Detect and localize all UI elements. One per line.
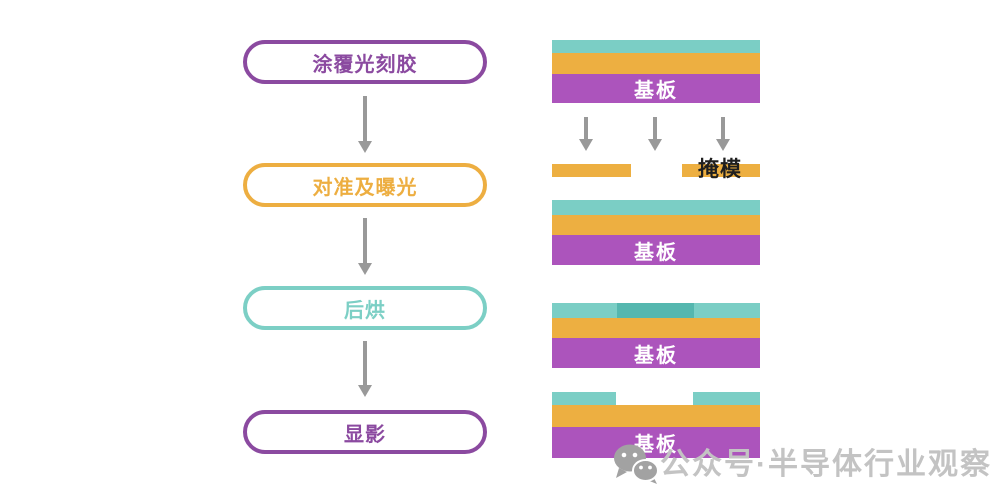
film-layer [552, 318, 760, 338]
film-layer [552, 405, 760, 427]
film-layer [552, 53, 760, 74]
substrate-label: 基板 [634, 344, 678, 367]
mask-label: 掩模 [698, 158, 742, 181]
mask-segment-left [552, 164, 631, 177]
film-layer [552, 215, 760, 235]
watermark: 公众号·半导体行业观察 [612, 443, 992, 487]
uv-light-arrow-icon [648, 117, 662, 151]
uv-light-arrow-icon [579, 117, 593, 151]
substrate-layer: 基板 [552, 427, 760, 458]
wechat-icon [614, 444, 659, 484]
wafer-stack-exposing: 基板 [552, 200, 760, 265]
photoresist-layer [552, 200, 760, 215]
substrate-label: 基板 [634, 434, 678, 456]
uv-light-arrow-icon [716, 117, 730, 151]
flow-step-label: 显影 [344, 423, 386, 446]
wafer-stack-coated: 基板 [552, 40, 760, 103]
substrate-layer: 基板 [552, 235, 760, 265]
wafer-stack-developed: 基板 [552, 392, 760, 458]
flow-step-post-bake: 后烘 [243, 286, 487, 330]
substrate-layer: 基板 [552, 338, 760, 368]
flow-step-coat-photoresist: 涂覆光刻胶 [243, 40, 487, 84]
flow-arrow-down-icon [358, 218, 372, 275]
flow-step-develop: 显影 [243, 410, 487, 454]
mask-segment-right [682, 164, 760, 177]
resist-segment-right [693, 392, 760, 405]
substrate-label: 基板 [634, 241, 678, 264]
photoresist-layer [552, 40, 760, 53]
flow-step-label: 对准及曝光 [312, 176, 418, 199]
substrate-label: 基板 [634, 80, 678, 102]
exposed-resist-region [617, 303, 694, 318]
flow-step-label: 涂覆光刻胶 [312, 53, 418, 76]
photoresist-layer-patterned [552, 392, 760, 405]
flow-arrow-down-icon [358, 341, 372, 397]
flow-step-label: 后烘 [344, 299, 386, 322]
flow-step-align-expose: 对准及曝光 [243, 163, 487, 207]
resist-segment-left [552, 392, 616, 405]
photoresist-layer [552, 303, 760, 318]
watermark-text: 公众号·半导体行业观察 [660, 448, 992, 481]
substrate-layer: 基板 [552, 74, 760, 103]
wafer-stack-baked: 基板 [552, 303, 760, 368]
flow-arrow-down-icon [358, 96, 372, 153]
